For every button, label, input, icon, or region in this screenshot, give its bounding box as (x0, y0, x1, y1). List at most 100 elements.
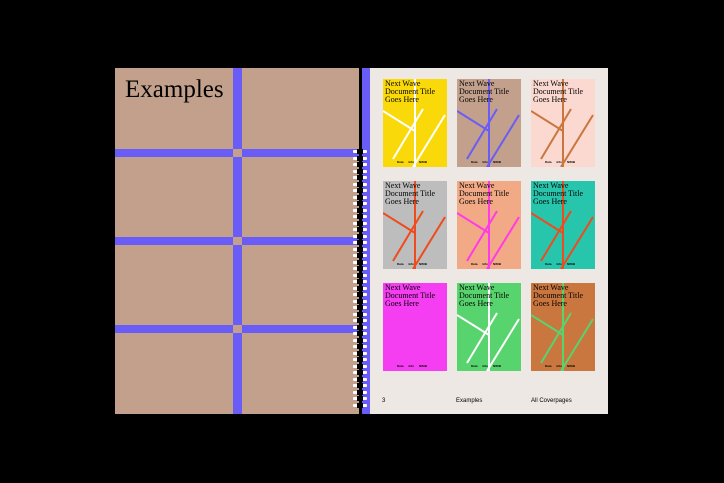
cover-line (412, 216, 446, 269)
cover-footer-label: Info (556, 262, 563, 266)
cover-line (457, 110, 490, 132)
binding-coil (353, 311, 367, 317)
binding-coil (353, 402, 367, 408)
cover-line (486, 216, 520, 269)
cover-line (412, 114, 446, 167)
binding-coil (353, 220, 367, 226)
footer-caption: All Coverpages (531, 398, 572, 404)
cover-title: Next Wave Document Title Goes Here (533, 181, 584, 206)
binding-coil (353, 266, 367, 271)
cover-line (466, 210, 498, 262)
cover-line (531, 314, 564, 336)
cover-graphic (383, 181, 446, 269)
cover-title: Next Wave Document Title Goes Here (533, 283, 584, 308)
cover-title: Next Wave Document Title Goes Here (459, 79, 510, 104)
cover-footer-label: NWIB (567, 160, 576, 164)
cover-graphic (531, 79, 594, 167)
binding-coil (353, 331, 367, 336)
cover-footer: Data Info NWIB (545, 365, 580, 368)
binding-coil (353, 357, 367, 362)
cover-line (560, 114, 594, 167)
binding-coil (353, 194, 367, 200)
cover-footer-label: Data (545, 262, 552, 266)
cover-line (412, 318, 446, 371)
cover-line (540, 108, 572, 160)
cover-footer-label: Data (471, 364, 478, 368)
cover-line (383, 110, 416, 132)
binding-coil (353, 168, 367, 174)
cover-graphic (531, 181, 594, 269)
cover-footer-label: Info (556, 364, 563, 368)
binding-coil (353, 298, 367, 304)
cover-footer-label: Info (482, 160, 489, 164)
cover-footer-label: Info (482, 262, 489, 266)
left-page: Examples (115, 68, 360, 414)
cover-line (392, 312, 424, 364)
cover-footer-label: Data (545, 364, 552, 368)
spiral-binding (352, 149, 370, 415)
binding-coil (353, 344, 367, 349)
cover-footer-label: NWIB (493, 160, 502, 164)
cover-title: Next Wave Document Title Goes Here (385, 181, 436, 206)
cover-footer-label: Info (556, 160, 563, 164)
binding-coil (353, 324, 367, 330)
binding-coil (353, 389, 367, 395)
cover-footer-label: Info (408, 364, 415, 368)
binding-coil (353, 207, 367, 213)
binding-coil (353, 155, 367, 161)
binding-coil (353, 318, 367, 323)
binding-coil (353, 253, 367, 258)
binding-coil (353, 376, 367, 382)
binding-coil (353, 175, 367, 180)
cover-line (560, 216, 594, 269)
cover-footer-label: Data (471, 160, 478, 164)
cover-title: Next Wave Document Title Goes Here (385, 79, 436, 104)
cover-footer-label: Data (397, 160, 404, 164)
binding-coil (353, 285, 367, 291)
cover-graphic (383, 79, 446, 167)
page-number: 3 (382, 398, 386, 404)
cover-line (560, 318, 594, 371)
binding-coil (353, 279, 367, 284)
cover-footer-label: Info (408, 160, 415, 164)
cover-title: Next Wave Document Title Goes Here (385, 283, 436, 308)
binding-coil (353, 305, 367, 310)
cover-footer-label: Data (397, 262, 404, 266)
cover-footer-label: NWIB (567, 364, 576, 368)
binding-coil (353, 337, 367, 343)
binding-coil (353, 292, 367, 297)
binding-coil (353, 363, 367, 369)
cover-line (466, 108, 498, 160)
band-intersection (233, 149, 242, 157)
cover-title: Next Wave Document Title Goes Here (459, 181, 510, 206)
cover-title: Next Wave Document Title Goes Here (533, 79, 584, 104)
binding-coil (353, 188, 367, 193)
binding-coil (353, 350, 367, 356)
cover-graphic (383, 283, 446, 371)
binding-coil (353, 272, 367, 278)
cover-footer-label: Info (408, 262, 415, 266)
cover-title: Next Wave Document Title Goes Here (459, 283, 510, 308)
cover-line (457, 212, 490, 234)
cover-line (531, 110, 564, 132)
cover-line (392, 210, 424, 262)
cover-footer-label: Info (482, 364, 489, 368)
binding-coil (353, 370, 367, 375)
page-title: Examples (125, 76, 224, 103)
cover-line (392, 108, 424, 160)
binding-coil (353, 149, 367, 154)
cover-line (540, 312, 572, 364)
cover-line (486, 114, 520, 167)
